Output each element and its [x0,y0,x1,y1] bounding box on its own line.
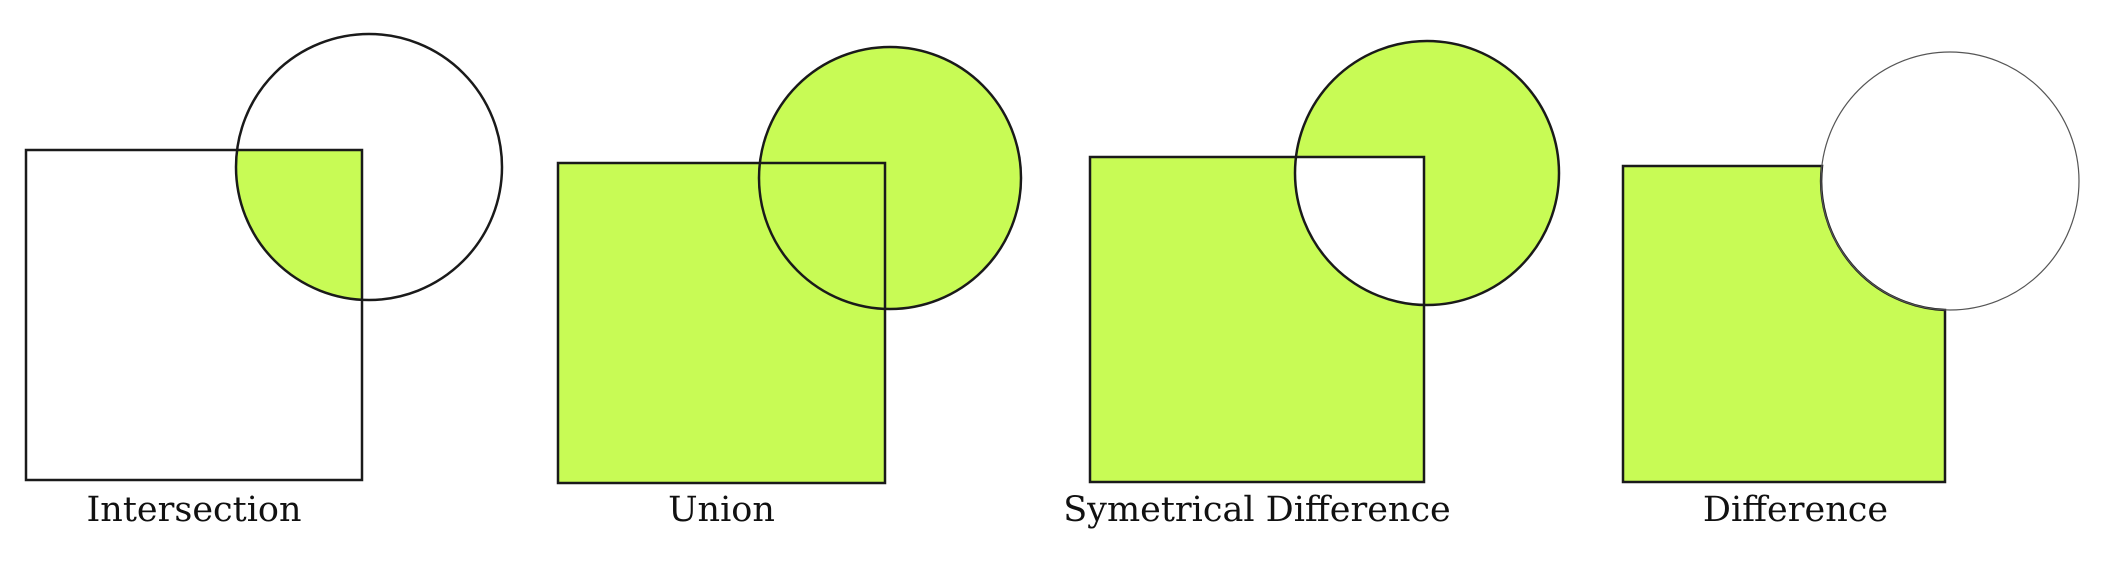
circle-shape [757,45,1023,311]
intersection-overlap-region [236,150,362,300]
symdiff-circle-fill [1295,41,1559,305]
square-shape [24,148,364,482]
panel-intersection [24,32,504,482]
circle-shape [1293,39,1561,307]
square-shape [556,161,887,485]
caption-intersection: Intersection [86,490,302,530]
square-shape [1088,155,1426,484]
panel-union [556,45,1023,485]
circle-shape [234,32,504,302]
panel-difference [1621,51,2080,484]
removed-circle-outline [1820,51,2080,311]
difference-square-fill [1623,166,1945,482]
caption-difference: Difference [1702,490,1889,530]
caption-union: Union [668,490,775,530]
panel-symmetrical-difference [1088,39,1561,484]
caption-symmetrical-difference: Symetrical Difference [1063,490,1451,530]
union-circle-fill [759,47,1021,309]
